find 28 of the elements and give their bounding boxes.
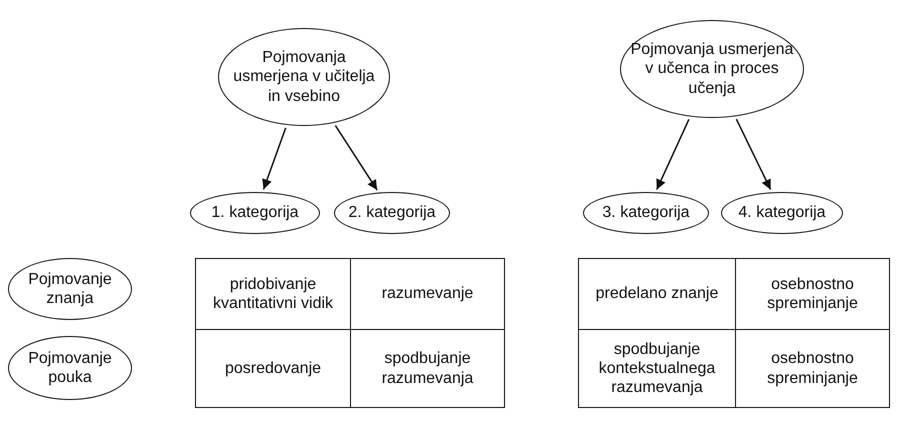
node-label: razumevanje	[380, 284, 474, 304]
node-label: 3. kategorija	[601, 203, 691, 223]
arrow	[656, 119, 690, 190]
arrow	[262, 128, 286, 190]
node-label: spodbujanje razumevanja	[380, 349, 474, 388]
node-label: predelano znanje	[594, 284, 720, 304]
node-label: spodbujanje kontekstualnega razumevanja	[598, 340, 716, 398]
node-label: 1. kategorija	[210, 203, 300, 223]
table-cell	[578, 329, 736, 408]
table-cell	[195, 258, 351, 330]
table-cell	[735, 258, 890, 330]
node-label: Pojmovanja usmerjena v učenca in proces učenja	[630, 40, 794, 98]
node-label: pridobivanje kvantitativni vidik	[212, 274, 334, 314]
node-label: 2. kategorija	[347, 203, 437, 223]
node-label: posredovanje	[224, 358, 322, 378]
table-cell	[350, 329, 505, 408]
table-cell	[735, 329, 890, 408]
node-label: Pojmovanje znanja	[27, 270, 113, 308]
table-cell	[578, 258, 736, 330]
node-label: osebnostno spreminjanje	[766, 274, 859, 314]
arrow	[334, 125, 378, 190]
node-label: Pojmovanja usmerjena v učitelja in vsebino	[232, 48, 376, 106]
arrow	[736, 118, 772, 190]
node-label: 4. kategorija	[737, 203, 827, 223]
node-label: Pojmovanje pouka	[27, 348, 113, 388]
table-cell	[195, 329, 351, 408]
table-cell	[350, 258, 505, 330]
node-label: osebnostno spreminjanje	[766, 349, 859, 388]
